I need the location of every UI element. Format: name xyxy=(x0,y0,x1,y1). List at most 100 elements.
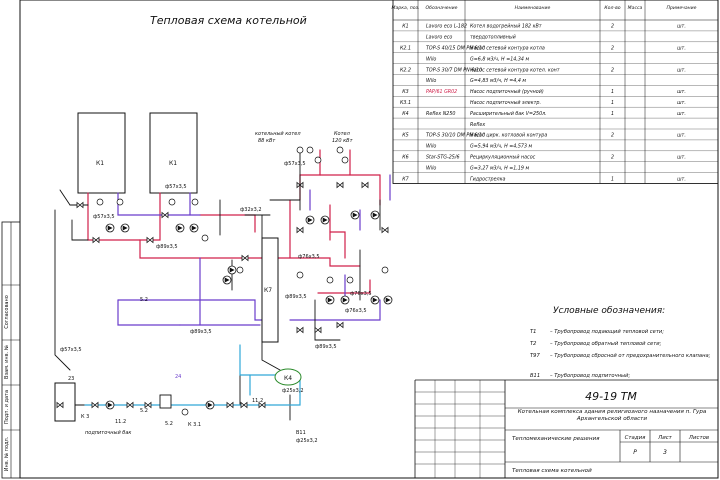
side-strip-label: Согласовано xyxy=(4,295,10,329)
spec-table-cell: Reflex xyxy=(470,122,485,128)
pump-icon xyxy=(383,295,393,305)
valve-icon xyxy=(336,321,344,329)
pipe-d89d: ф89х3,5 xyxy=(315,344,337,350)
valve-icon xyxy=(226,401,234,409)
spec-table-cell: 2 xyxy=(611,155,614,161)
side-strip-label: Подп. и дата xyxy=(4,390,10,424)
spec-table-cell: твердотопливный xyxy=(470,35,516,41)
valve-icon xyxy=(361,181,369,189)
spec-table-cell: Reflex N250 xyxy=(426,111,455,117)
k7-label: К7 xyxy=(264,287,272,294)
gauge-icon xyxy=(314,156,322,164)
gauge-icon xyxy=(168,198,176,206)
legend-text: – Трубопровод подающий тепловой сети; xyxy=(550,329,664,335)
spec-table-cell: шт. xyxy=(677,134,686,139)
makeup-tank xyxy=(54,382,76,422)
spec-table-cell: Насос сетевой контура котел. конт xyxy=(470,67,560,73)
spec-table-cell: К4 xyxy=(402,111,408,117)
side-strip: Согласовано Взам. инв. № Подп. и дата Ин… xyxy=(1,221,21,479)
pump-icon xyxy=(370,210,380,220)
stamp-section: Тепломеханические решения xyxy=(512,436,600,442)
makeup-tank-label: подпиточный бак xyxy=(85,430,131,436)
gauge-icon xyxy=(96,198,104,206)
spec-table-cell: 1 xyxy=(611,111,614,117)
spec-table-cell: Wilo xyxy=(426,56,436,62)
boiler-kw-line: 88 кВт xyxy=(258,138,276,144)
boiler-right-label: К1 xyxy=(169,160,177,167)
pump-icon xyxy=(320,215,330,225)
legend-text: – Трубопровод подпиточный; xyxy=(550,373,631,379)
spec-table-header: Обозначение xyxy=(426,5,458,11)
valve-icon xyxy=(296,226,304,234)
spec-table-cell: Lavoro eco L-182 xyxy=(426,24,467,30)
pump-icon xyxy=(105,400,115,410)
spec-table-cell: TOP-S 30/10 DM PN 6/10 xyxy=(426,133,485,139)
gauge-icon xyxy=(306,146,314,154)
pipe-d76a: ф76х3,5 xyxy=(298,254,320,260)
pipe-b11: В11 xyxy=(296,430,306,436)
stamp-stage: Р xyxy=(633,449,637,456)
pump-icon xyxy=(325,295,335,305)
stamp-code: 49-19 ТМ xyxy=(585,390,637,403)
k31-label: К 3.1 xyxy=(188,422,201,428)
spec-table-cell: К3 xyxy=(402,89,408,95)
spec-table-cell: Насос подпиточный (ручной) xyxy=(470,89,544,95)
legend-text: – Трубопровод сбросной от предохранитель… xyxy=(550,353,711,359)
spec-table-header: Наименование xyxy=(515,5,551,11)
valve-icon xyxy=(240,401,248,409)
boiler-kw-line: котельный котел xyxy=(255,131,301,137)
valve-icon xyxy=(314,326,322,334)
stamp-stage-header: Стадия xyxy=(625,435,646,441)
spec-table-header: Масса xyxy=(628,5,643,11)
pipe-d89b: ф89х3,5 xyxy=(285,294,307,300)
valve-icon xyxy=(296,326,304,334)
spec-table-cell: Котел водогрейный 182 кВт xyxy=(470,24,542,30)
pipe-d32: ф32х3,2 xyxy=(240,207,262,213)
boiler-right xyxy=(149,112,198,194)
expansion-tank-k4 xyxy=(274,368,302,386)
spec-table-cell: PAP/61 GR02 xyxy=(426,89,457,95)
boiler-kw-label: котельный котел 88 кВт xyxy=(255,131,302,144)
gauge-icon xyxy=(341,156,349,164)
gauge-icon xyxy=(326,276,334,284)
valve-icon xyxy=(144,401,152,409)
spec-table-cell: шт. xyxy=(677,90,686,95)
spec-table-cell: Гидрострелка xyxy=(470,176,505,182)
pipe-d57b: ф57х3,5 xyxy=(165,184,187,190)
pipe-d76c: ф76х3,5 xyxy=(350,291,372,297)
spec-table-cell: TOP-S 30/7 DM PN 6/10 xyxy=(426,67,482,73)
pipe-d89c: ф89х3,5 xyxy=(190,329,212,335)
pipe-t112: 11.2 xyxy=(115,419,126,425)
heat-scheme: К1 К1 xyxy=(54,112,393,444)
spec-table-cell: 2 xyxy=(611,46,614,52)
gauge-icon xyxy=(381,266,389,274)
spec-table-cell: 1 xyxy=(611,89,614,95)
position-24-label: 24 xyxy=(175,374,181,380)
pipe-t52b: 5.2 xyxy=(140,408,148,414)
pipe-d57d: ф57х3,5 xyxy=(60,347,82,353)
supply-pipes xyxy=(87,149,381,294)
pump-icon xyxy=(205,400,215,410)
pipe-d25a: ф25х3,2 xyxy=(282,388,304,394)
legend-code: Т97 xyxy=(530,353,540,359)
gauge-icon xyxy=(191,198,199,206)
legend-title: Условные обозначения: xyxy=(553,306,665,316)
pipe-d57a: ф57х3,5 xyxy=(93,214,115,220)
pump-icon xyxy=(350,210,360,220)
pump-icon xyxy=(222,275,232,285)
valve-icon xyxy=(296,181,304,189)
spec-table-cell: шт. xyxy=(677,47,686,52)
gauge-icon xyxy=(296,146,304,154)
pump-icon xyxy=(227,265,237,275)
spec-table-cell: Wilo xyxy=(426,78,436,84)
makeup-pipes xyxy=(84,344,301,406)
side-strip-label: Взам. инв. № xyxy=(4,344,10,379)
spec-table-cell: шт. xyxy=(677,101,686,106)
spec-table-header: Примечание xyxy=(667,5,697,11)
k4-label: К4 xyxy=(284,375,292,382)
gauge-icon xyxy=(296,271,304,279)
spec-table-cell: К2.2 xyxy=(400,67,411,73)
valve-icon xyxy=(92,236,100,244)
